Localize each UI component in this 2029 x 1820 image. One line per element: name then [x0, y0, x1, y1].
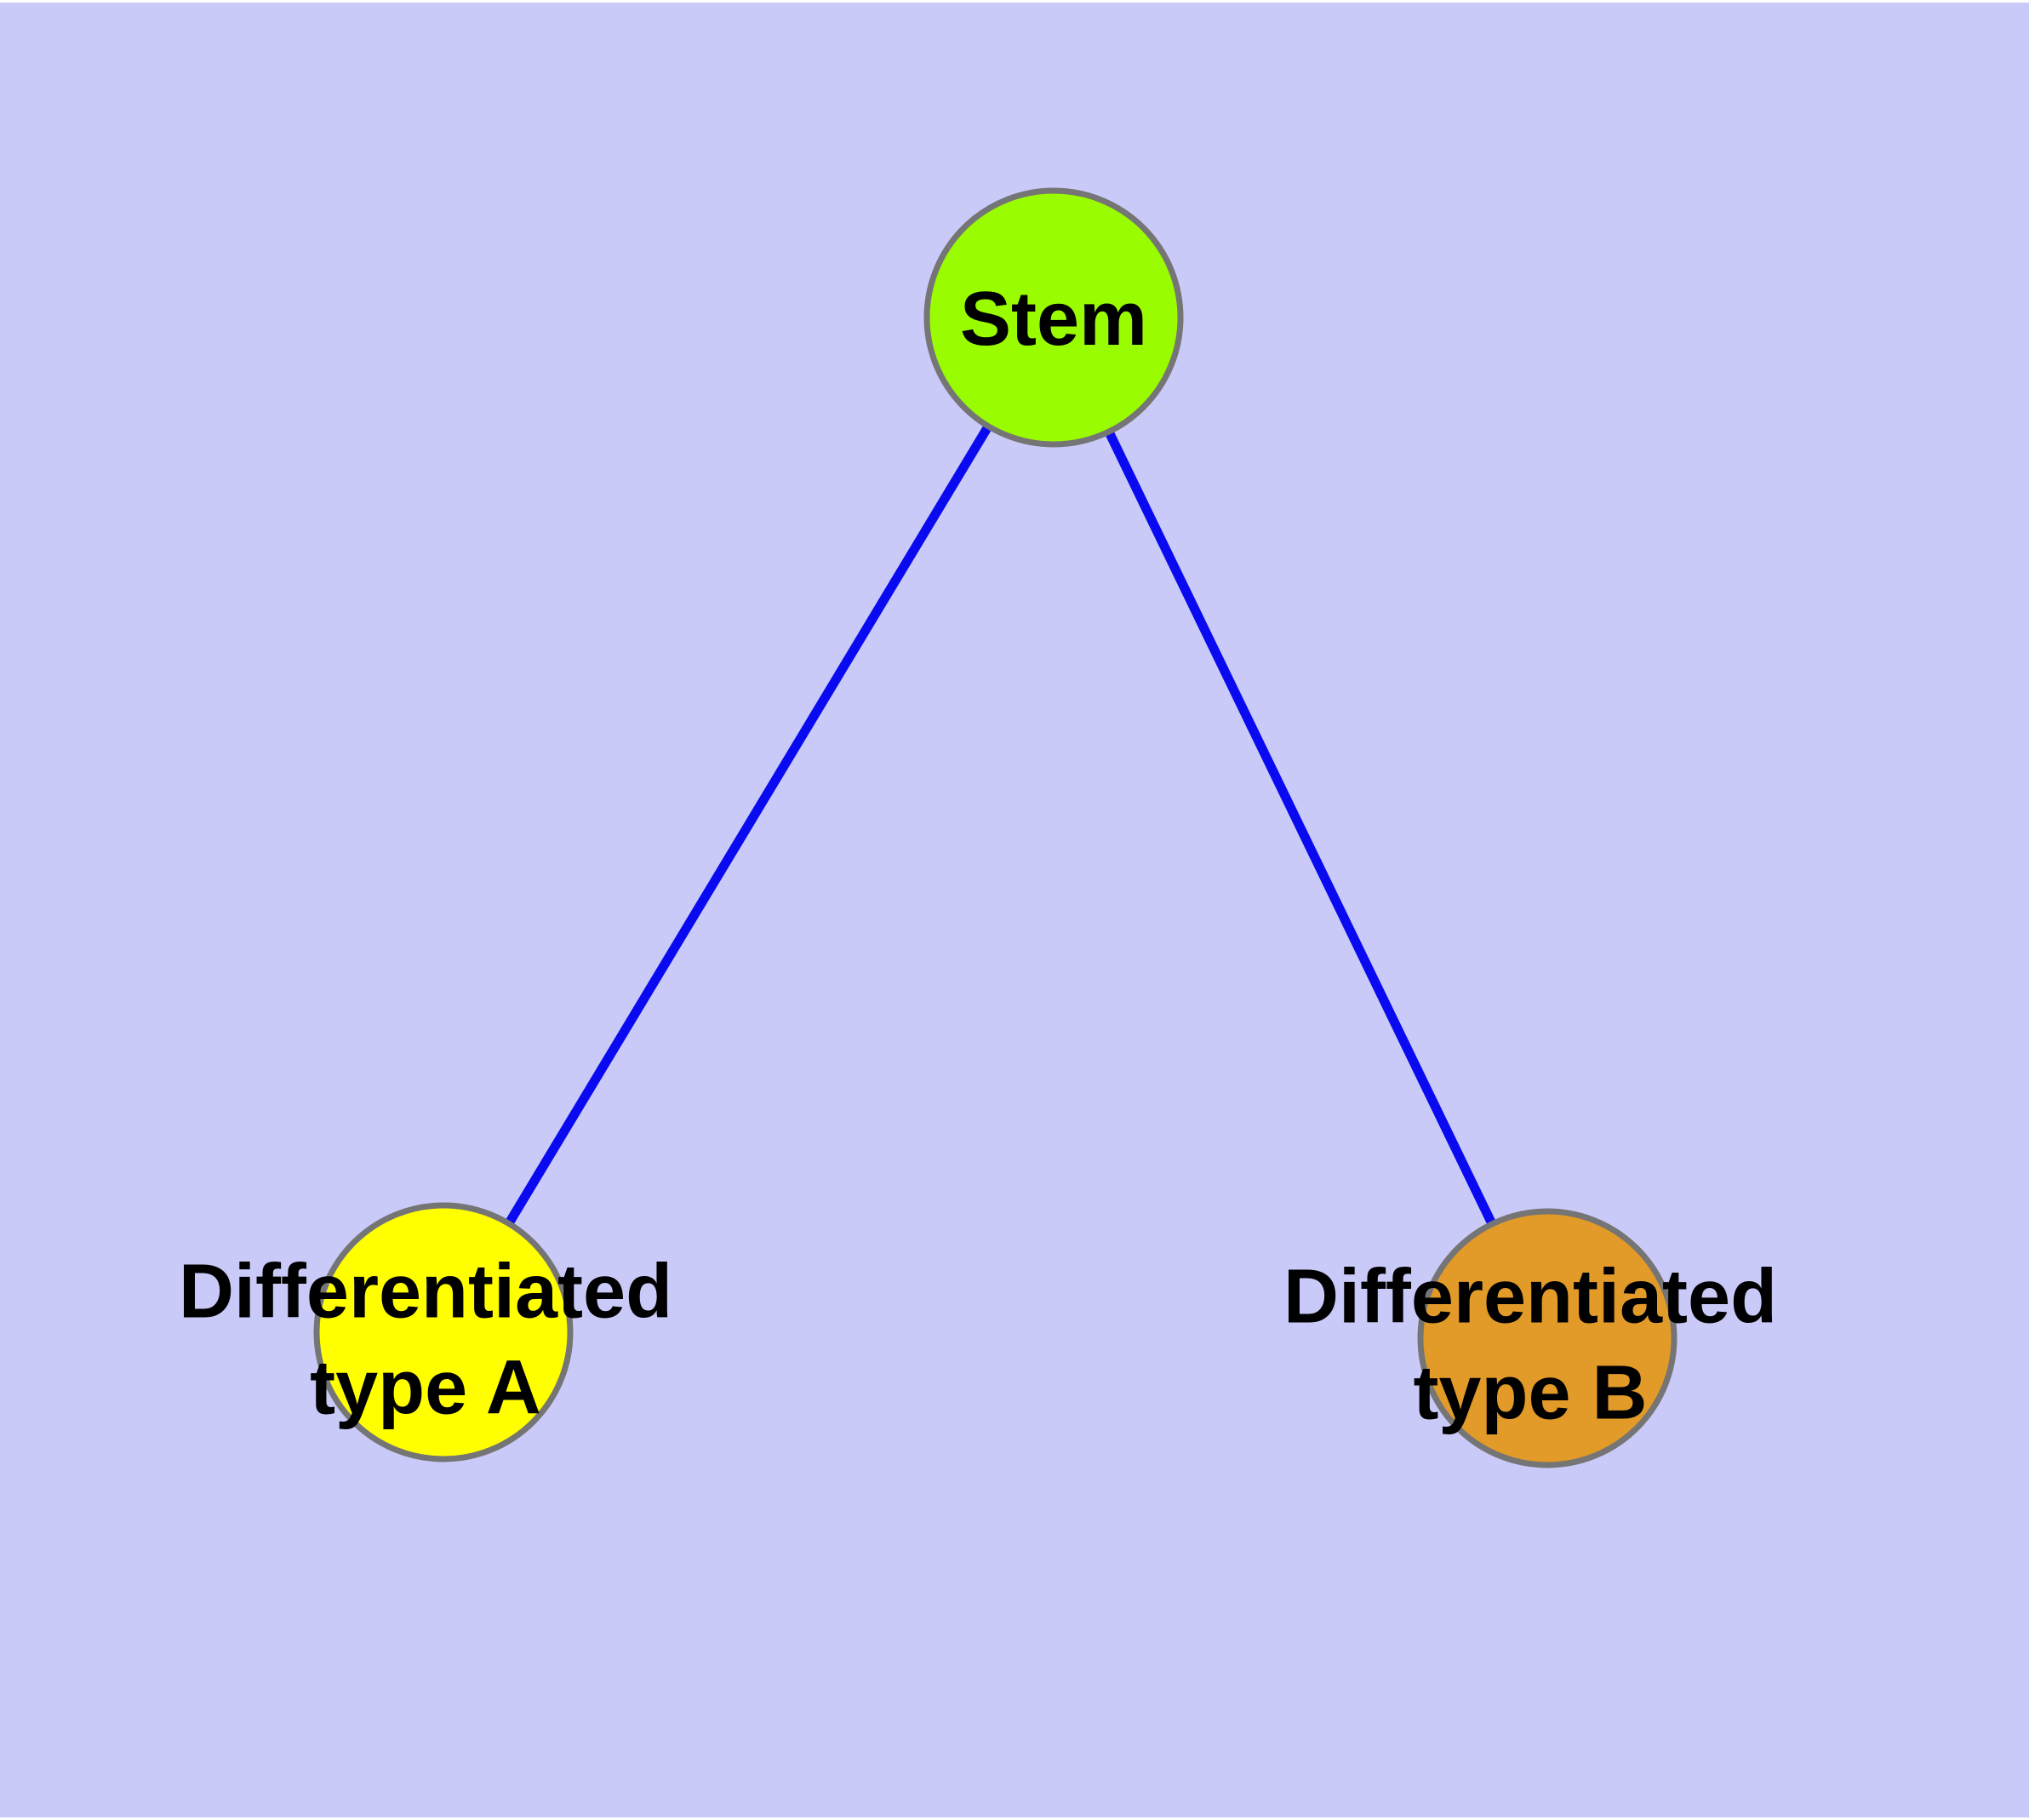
- stem-node-label: Stem: [959, 276, 1148, 362]
- edge-stem-to-type-a: [439, 315, 1058, 1335]
- stem-node: [923, 187, 1184, 448]
- type-b-node: [1417, 1208, 1677, 1468]
- type-b-label-line-1: Differentiated: [1283, 1254, 1778, 1340]
- type-a-node-label: Differentiated type A: [179, 1245, 672, 1436]
- type-b-node-label: Differentiated type B: [1283, 1250, 1777, 1441]
- type-b-label-line-2: type B: [1413, 1350, 1648, 1435]
- type-a-node: [313, 1202, 574, 1462]
- type-a-label-line-2: type A: [310, 1345, 541, 1430]
- type-a-label-line-1: Differentiated: [178, 1249, 673, 1335]
- edge-stem-to-type-b: [1049, 315, 1552, 1341]
